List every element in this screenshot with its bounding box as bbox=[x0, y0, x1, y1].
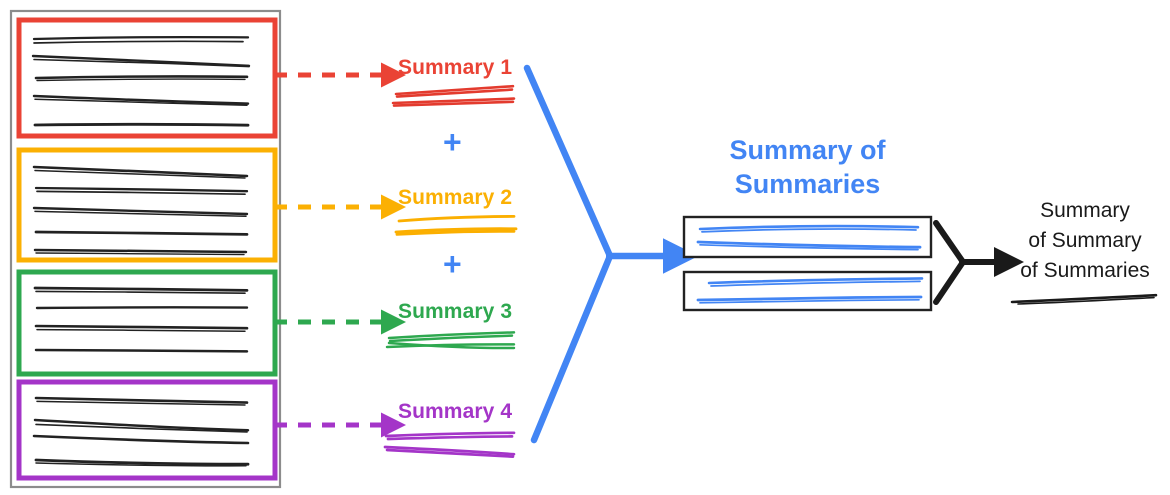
sos-title-line-1: Summary of bbox=[729, 135, 886, 165]
merge-arrow-black-upper bbox=[933, 220, 966, 265]
document-3-text-lines bbox=[33, 286, 249, 353]
sos-box-1[interactable] bbox=[682, 215, 933, 259]
summary-of-summaries-title: Summary of Summaries bbox=[684, 133, 931, 201]
document-2-border bbox=[16, 147, 278, 263]
merge-arrow-black-lower bbox=[933, 259, 966, 305]
final-title-line-3: of Summaries bbox=[1020, 259, 1150, 282]
sos-box-2-scribble bbox=[696, 277, 924, 304]
summary-2-label: Summary 2 bbox=[398, 186, 513, 209]
final-output-title: Summary of Summary of Summaries bbox=[1005, 196, 1165, 286]
document-4-text-lines bbox=[32, 396, 250, 467]
sos-title-line-2: Summaries bbox=[734, 169, 881, 199]
final-title-line-1: Summary bbox=[1040, 199, 1130, 222]
merge-arrow-blue-lower bbox=[530, 252, 614, 444]
final-output-scribble bbox=[1010, 293, 1158, 305]
summary-3-label: Summary 3 bbox=[398, 300, 513, 323]
plus-operator-1: + bbox=[443, 124, 462, 160]
sos-box-1-scribble bbox=[696, 224, 922, 251]
merge-arrow-blue bbox=[523, 64, 699, 444]
document-card-3[interactable] bbox=[16, 269, 278, 377]
summary-3-scribble bbox=[385, 331, 516, 350]
document-card-4[interactable] bbox=[16, 379, 278, 481]
plus-operator-2: + bbox=[443, 246, 462, 282]
document-card-2[interactable] bbox=[16, 147, 278, 263]
merge-arrow-blue-upper bbox=[523, 64, 614, 260]
sos-box-1-border bbox=[682, 215, 933, 259]
summary-2-scribble bbox=[394, 215, 518, 236]
document-2-text-lines bbox=[32, 165, 249, 256]
final-title-line-2: of Summary bbox=[1028, 229, 1142, 252]
summary-1-label: Summary 1 bbox=[398, 56, 513, 79]
document-card-1[interactable] bbox=[16, 17, 278, 139]
summary-1-scribble bbox=[391, 84, 516, 107]
summary-4-label: Summary 4 bbox=[398, 400, 513, 423]
summary-4-scribble bbox=[383, 431, 516, 458]
sos-box-2[interactable] bbox=[682, 270, 933, 312]
merge-arrow-black bbox=[933, 220, 1024, 305]
document-1-text-lines bbox=[31, 36, 251, 127]
